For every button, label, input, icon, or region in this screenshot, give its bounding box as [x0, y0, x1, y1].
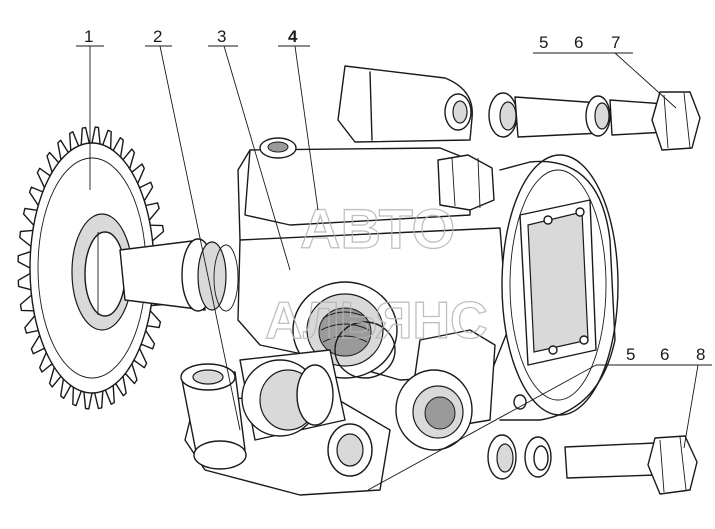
callout-7: 7 — [611, 33, 620, 52]
callout-4: 4 — [288, 27, 298, 46]
watermark-line-2: АЛЬЯНС — [265, 292, 488, 350]
callout-1: 1 — [84, 27, 93, 46]
callout-5-lower: 5 — [626, 345, 635, 364]
bolt-set-upper — [488, 91, 701, 151]
bolt-set-lower — [487, 434, 698, 495]
callout-8: 8 — [696, 345, 705, 364]
callout-6-lower: 6 — [660, 345, 669, 364]
watermark: АВТО АЛЬЯНС — [264, 196, 488, 350]
callout-3: 3 — [217, 27, 226, 46]
callout-labels: 1 2 3 4 5 6 7 5 6 8 — [84, 27, 705, 364]
callout-6-upper: 6 — [574, 33, 583, 52]
leader-lines — [76, 45, 712, 491]
callout-5-upper: 5 — [539, 33, 548, 52]
callout-2: 2 — [153, 27, 162, 46]
drive-shaft — [119, 238, 239, 312]
gear-part-1 — [17, 126, 167, 410]
pump-body-part-4 — [180, 65, 619, 496]
watermark-line-1: АВТО — [300, 197, 455, 260]
